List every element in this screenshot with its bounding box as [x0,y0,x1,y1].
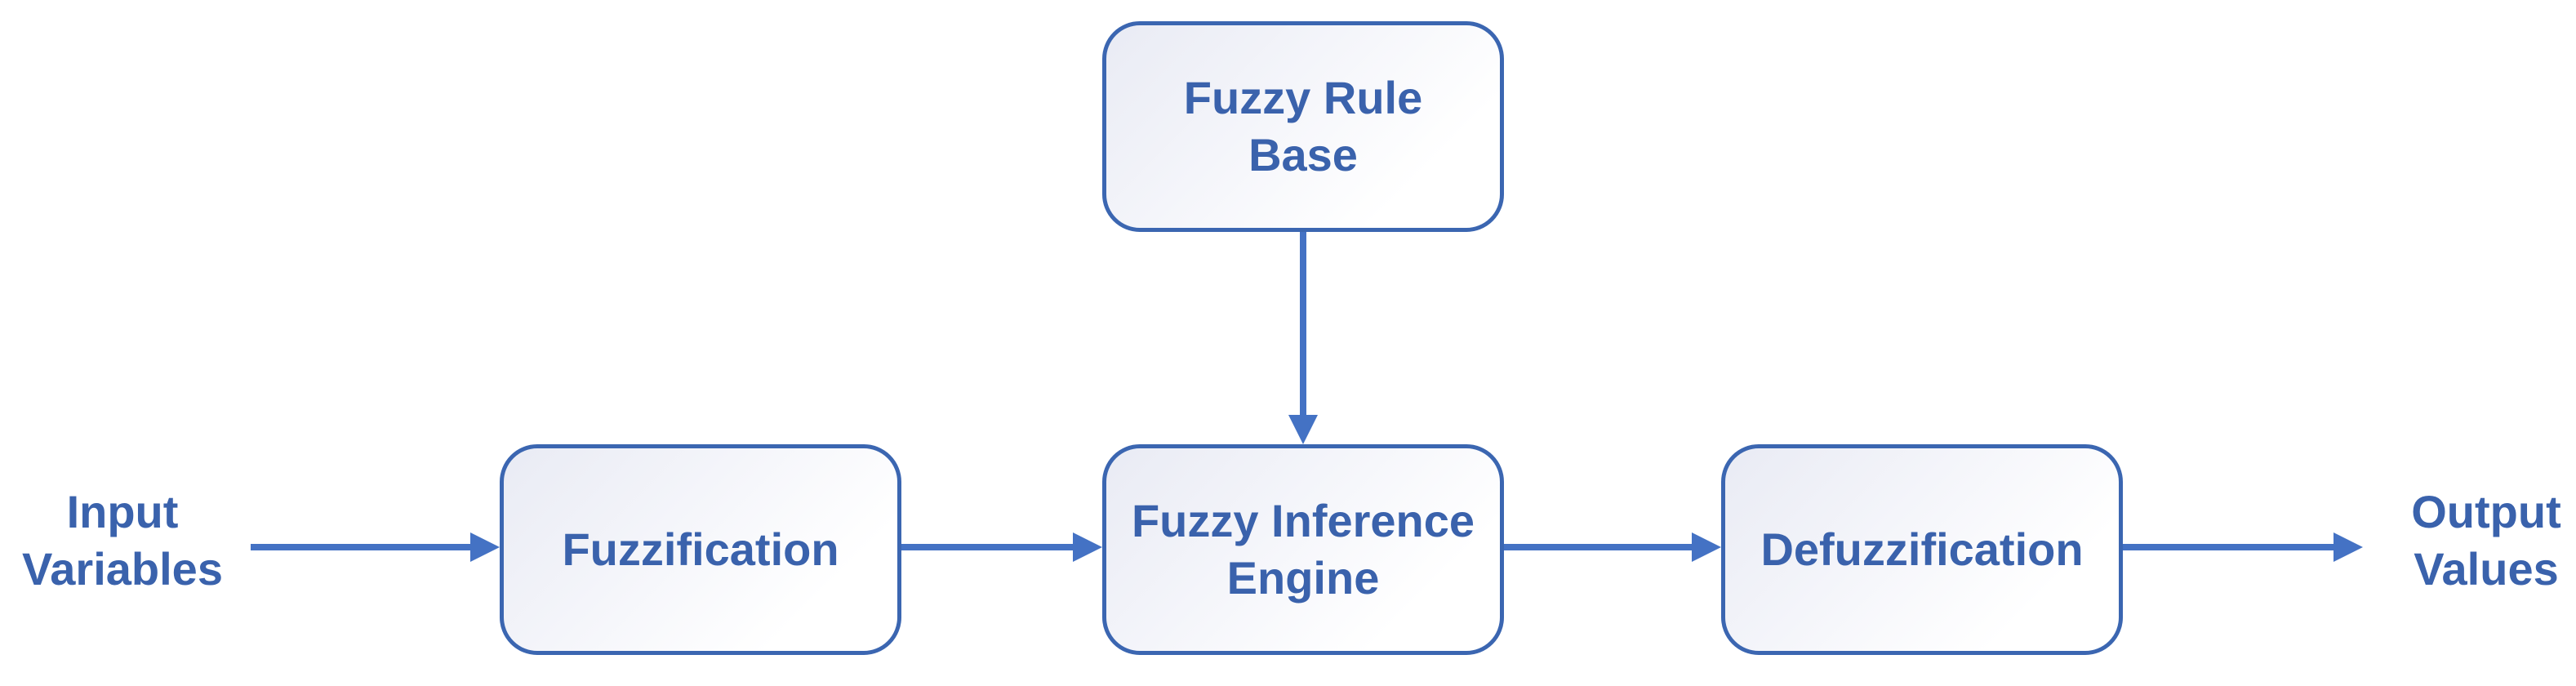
arrow-fuzzification-to-inference [901,532,1102,562]
node-label: Fuzzy Rule Base [1183,72,1423,180]
label-input-variables: Input Variables [22,486,223,595]
label-output-values: Output Values [2411,486,2561,595]
arrow-defuzzification-to-output [2123,532,2363,562]
node-defuzzification: Defuzzification [1721,444,2123,655]
node-fuzzy-inference-engine: Fuzzy Inference Engine [1102,444,1504,655]
arrow-input-to-fuzzification [251,532,500,562]
node-label: Defuzzification [1760,523,2084,575]
node-label: Fuzzification [562,523,839,575]
node-fuzzification: Fuzzification [500,444,901,655]
node-fuzzy-rule-base: Fuzzy Rule Base [1102,21,1504,232]
arrow-rulebase-to-inference [1288,232,1318,444]
arrow-inference-to-defuzzification [1504,532,1721,562]
node-label: Fuzzy Inference Engine [1131,495,1475,604]
